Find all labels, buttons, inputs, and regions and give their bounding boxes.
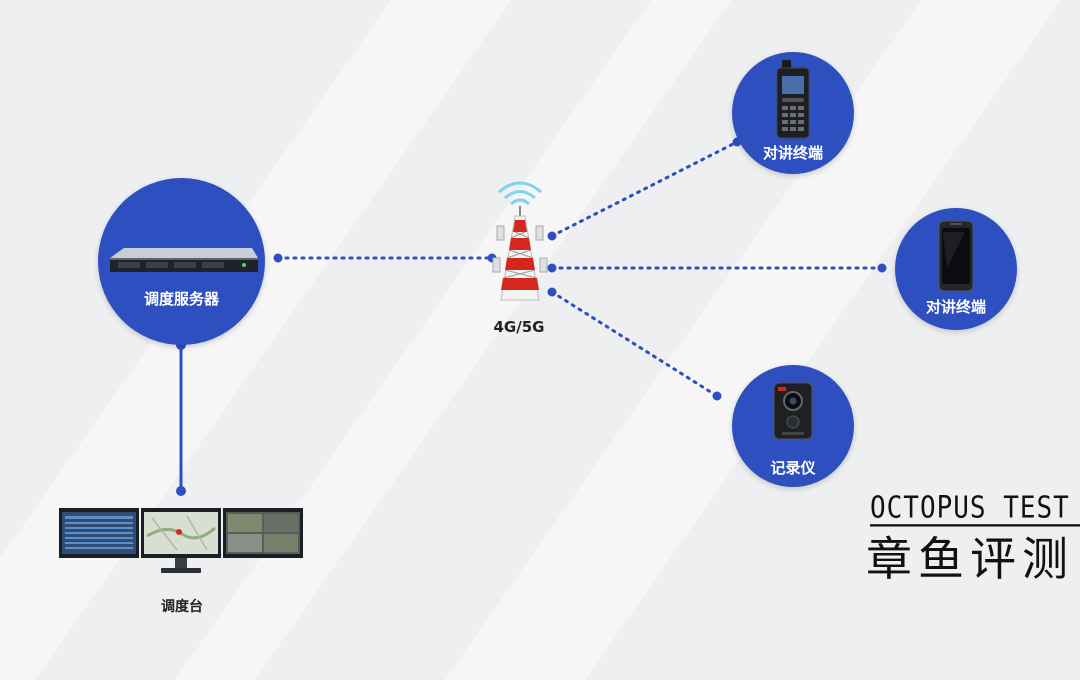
- link-endpoint: [273, 253, 283, 263]
- signal-wave: [504, 190, 536, 200]
- body-camera-icon: [773, 382, 813, 440]
- signal-wave: [510, 198, 530, 206]
- server-label: 调度服务器: [143, 290, 219, 308]
- link-endpoint: [712, 391, 722, 401]
- connection-layer: [176, 137, 887, 496]
- server-node: 调度服务器: [98, 178, 265, 345]
- brand-chinese: 章鱼评测: [866, 532, 1074, 586]
- link-endpoint: [877, 263, 887, 273]
- feature-phone-icon: [776, 60, 810, 139]
- network-diagram: 调度服务器 4G/5G: [59, 52, 1080, 615]
- link-endpoint: [547, 263, 557, 273]
- rack-server-icon: [110, 248, 258, 272]
- recorder-node: 记录仪: [732, 365, 854, 487]
- terminal-2-node: 对讲终端: [895, 208, 1017, 330]
- console-label: 调度台: [161, 599, 203, 615]
- terminal-1-node: 对讲终端: [732, 52, 854, 174]
- link-tower-recorder: [550, 290, 719, 398]
- smartphone-icon: [938, 220, 974, 292]
- terminal-1-label: 对讲终端: [762, 144, 823, 162]
- recorder-label: 记录仪: [770, 459, 816, 477]
- link-endpoint: [176, 486, 186, 496]
- cell-tower-icon: [492, 181, 548, 301]
- terminal-2-label: 对讲终端: [925, 298, 986, 316]
- monitor-wall-icon: [59, 508, 303, 573]
- link-endpoint: [547, 287, 557, 297]
- link-tower-terminal-1: [550, 140, 739, 238]
- signal-wave: [498, 181, 542, 194]
- brand-english: OCTOPUS TEST: [870, 492, 1080, 527]
- tower-label: 4G/5G: [493, 318, 545, 336]
- link-endpoint: [547, 231, 557, 241]
